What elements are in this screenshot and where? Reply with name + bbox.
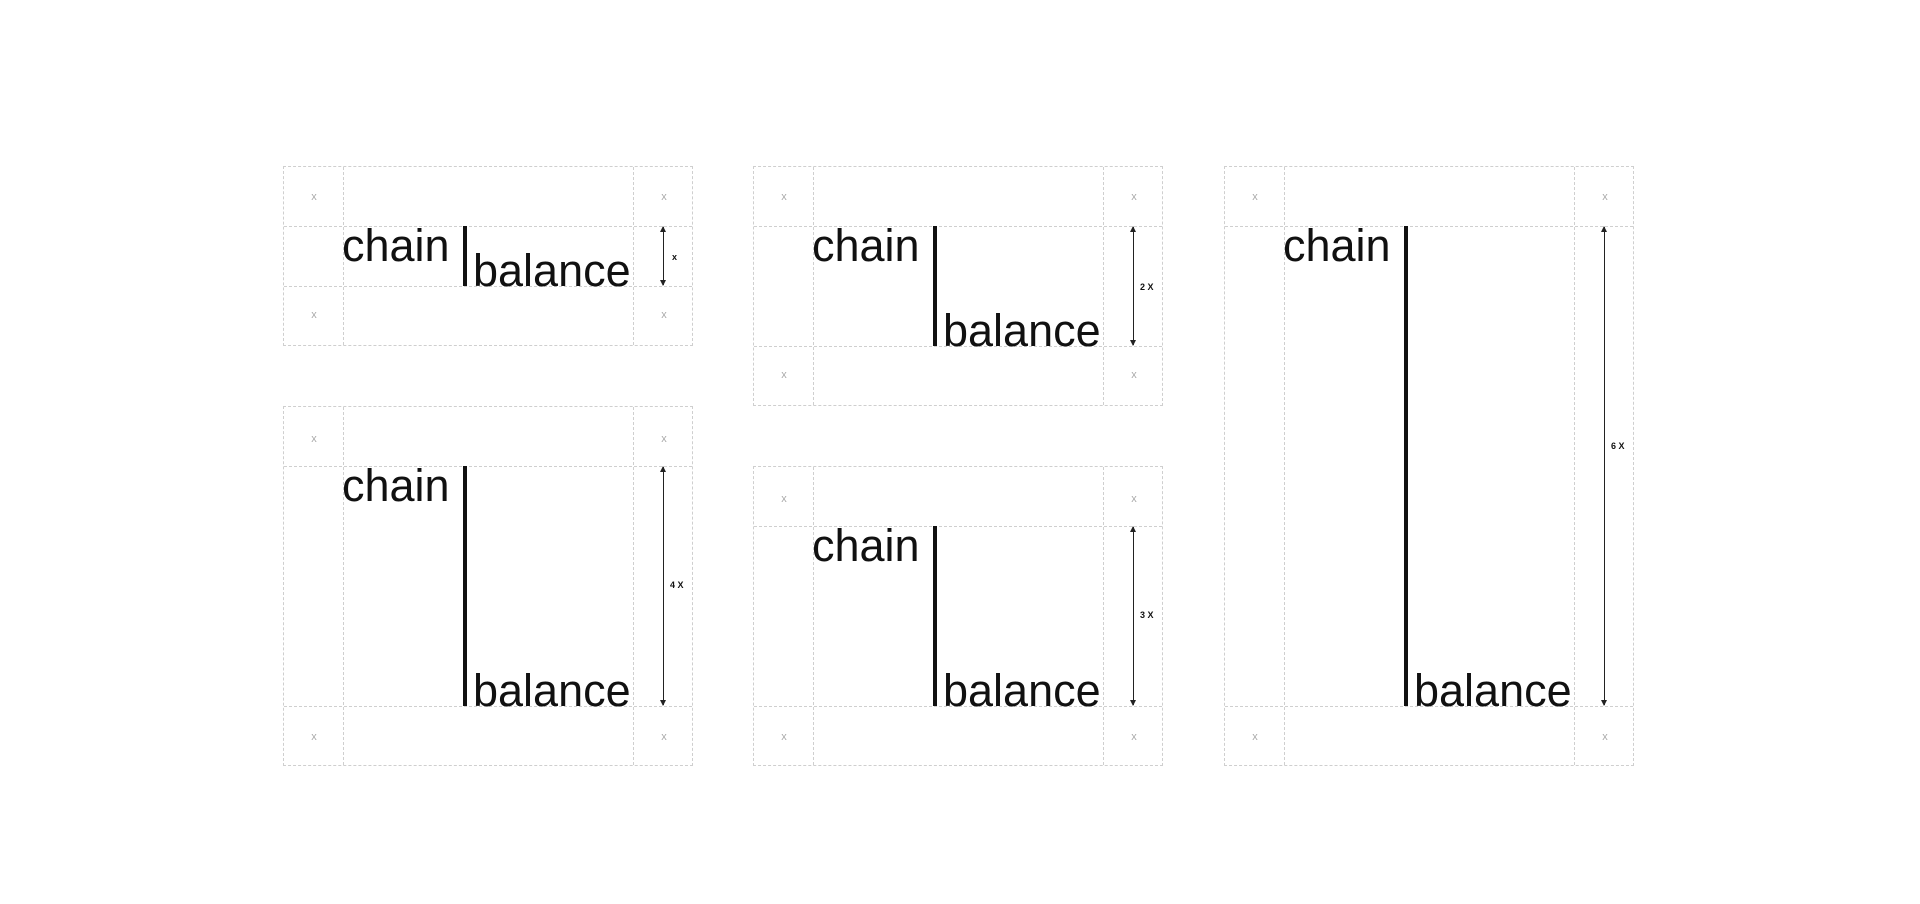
wordmark-divider-bar	[933, 226, 937, 346]
grid-line	[343, 407, 344, 765]
corner-marker: x	[1602, 731, 1608, 743]
corner-marker: x	[1131, 369, 1137, 381]
corner-marker: x	[1131, 731, 1137, 743]
corner-marker: x	[781, 493, 787, 505]
wordmark-chain: chain	[812, 520, 920, 571]
corner-marker: x	[1252, 191, 1258, 203]
wordmark-divider-bar	[1404, 226, 1408, 706]
grid-line	[633, 407, 634, 765]
grid-line	[813, 167, 814, 405]
wordmark-chain: chain	[812, 220, 920, 271]
corner-marker: x	[661, 731, 667, 743]
corner-marker: x	[311, 309, 317, 321]
corner-marker: x	[311, 191, 317, 203]
grid-line	[1225, 226, 1633, 227]
corner-marker: x	[661, 191, 667, 203]
corner-marker: x	[311, 731, 317, 743]
wordmark-balance: balance	[473, 245, 631, 296]
dimension-label: 2 X	[1140, 282, 1154, 292]
grid-line	[284, 466, 692, 467]
grid-line	[1574, 167, 1575, 765]
dimension-label: 3 X	[1140, 610, 1154, 620]
grid-line	[754, 526, 1162, 527]
lockup-v5: x x x x chain balance 3 X	[753, 466, 1163, 766]
grid-line	[343, 167, 344, 345]
wordmark-balance: balance	[1414, 665, 1572, 716]
wordmark-balance: balance	[943, 665, 1101, 716]
grid-line	[633, 167, 634, 345]
corner-marker: x	[781, 369, 787, 381]
dimension-arrow	[660, 226, 666, 286]
corner-marker: x	[661, 309, 667, 321]
lockup-v3: x x x x chain balance 6 X	[1224, 166, 1634, 766]
dimension-arrow	[660, 466, 666, 706]
grid-line	[754, 706, 1162, 707]
wordmark-chain: chain	[1283, 220, 1391, 271]
corner-marker: x	[311, 433, 317, 445]
dimension-label: x	[672, 252, 678, 262]
corner-marker: x	[1252, 731, 1258, 743]
corner-marker: x	[1602, 191, 1608, 203]
grid-line	[1103, 467, 1104, 765]
lockup-v2: x x x x chain balance 2 X	[753, 166, 1163, 406]
grid-line	[1103, 167, 1104, 405]
grid-line	[754, 346, 1162, 347]
lockup-v1: x x x x chain balance x	[283, 166, 693, 346]
dimension-label: 4 X	[670, 580, 684, 590]
corner-marker: x	[1131, 493, 1137, 505]
wordmark-balance: balance	[943, 305, 1101, 356]
lockup-v4: x x x x chain balance 4 X	[283, 406, 693, 766]
wordmark-divider-bar	[933, 526, 937, 706]
dimension-label: 6 X	[1611, 441, 1625, 451]
grid-line	[284, 706, 692, 707]
grid-line	[754, 226, 1162, 227]
grid-line	[284, 226, 692, 227]
dimension-arrow	[1130, 226, 1136, 346]
grid-line	[1284, 167, 1285, 765]
wordmark-chain: chain	[342, 220, 450, 271]
grid-line	[813, 467, 814, 765]
wordmark-balance: balance	[473, 665, 631, 716]
dimension-arrow	[1130, 526, 1136, 706]
corner-marker: x	[1131, 191, 1137, 203]
dimension-arrow	[1601, 226, 1607, 706]
grid-line	[1225, 706, 1633, 707]
corner-marker: x	[781, 191, 787, 203]
wordmark-chain: chain	[342, 460, 450, 511]
corner-marker: x	[781, 731, 787, 743]
grid-line	[284, 286, 692, 287]
wordmark-divider-bar	[463, 466, 467, 706]
corner-marker: x	[661, 433, 667, 445]
wordmark-divider-bar	[463, 226, 467, 286]
